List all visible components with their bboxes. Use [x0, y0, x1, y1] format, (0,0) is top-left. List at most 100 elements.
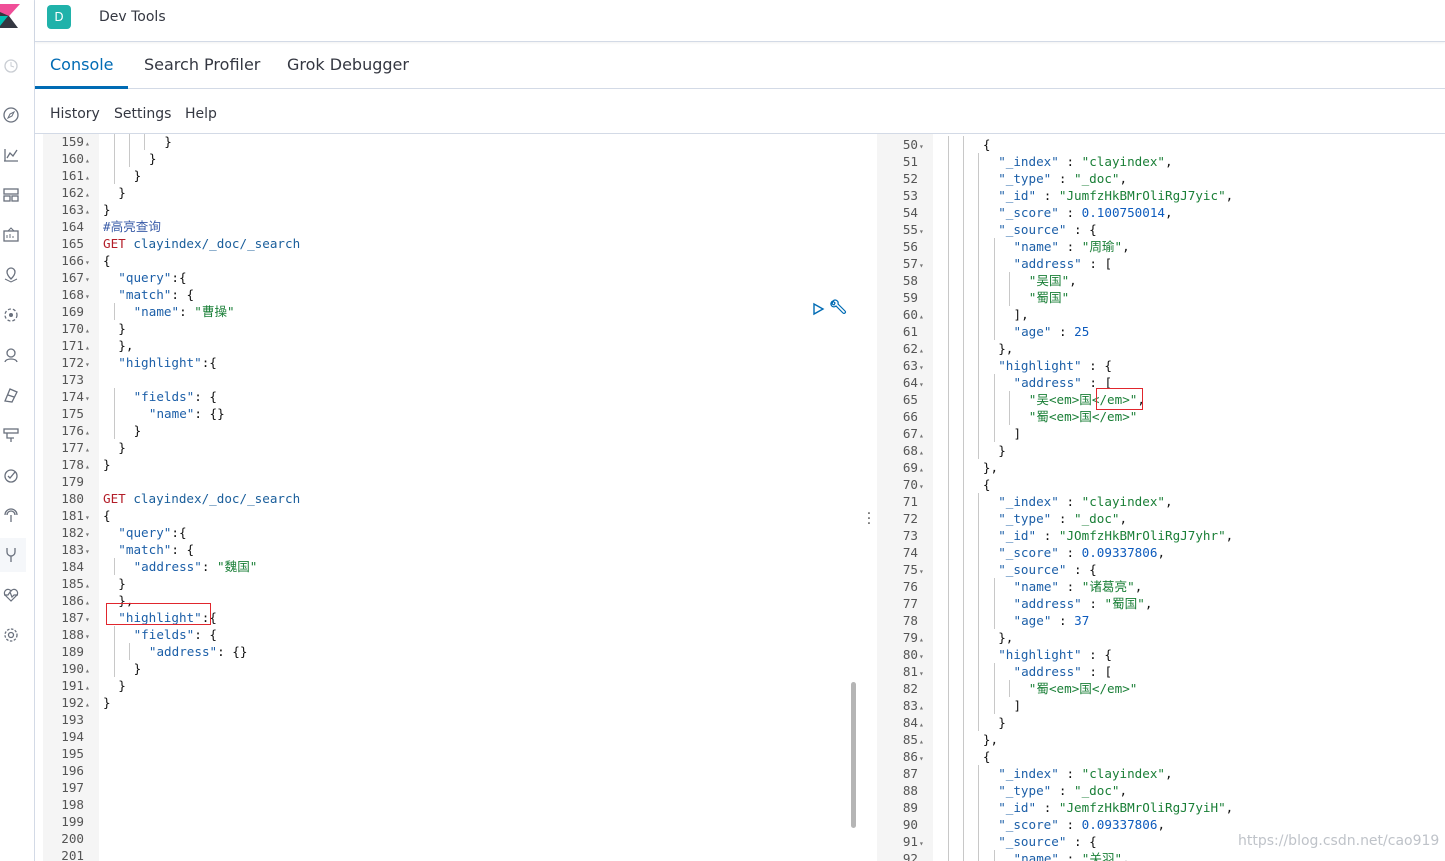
fold-toggle-icon[interactable]: ▴	[85, 190, 90, 199]
fold-toggle-icon[interactable]: ▴	[85, 581, 90, 590]
fold-toggle-icon[interactable]: ▾	[85, 530, 90, 539]
fold-toggle-icon[interactable]: ▾	[919, 142, 924, 151]
visualize-icon[interactable]	[2, 146, 20, 164]
fold-toggle-icon[interactable]: ▴	[919, 635, 924, 644]
fold-toggle-icon[interactable]: ▾	[85, 615, 90, 624]
compass-icon[interactable]	[2, 106, 20, 124]
menu-history[interactable]: History	[50, 106, 100, 122]
fold-toggle-icon[interactable]: ▴	[919, 431, 924, 440]
fold-toggle-icon[interactable]: ▾	[85, 394, 90, 403]
fold-toggle-icon[interactable]: ▾	[919, 363, 924, 372]
request-line-number: 159▴	[43, 134, 99, 150]
fold-toggle-icon[interactable]: ▴	[85, 139, 90, 148]
maps-icon[interactable]	[2, 266, 20, 284]
fold-toggle-icon[interactable]: ▴	[85, 700, 90, 709]
app-badge[interactable]: D	[47, 5, 71, 29]
response-line-number: 68▴	[877, 442, 933, 459]
fold-toggle-icon[interactable]: ▾	[85, 513, 90, 522]
fold-toggle-icon[interactable]: ▴	[919, 346, 924, 355]
fold-toggle-icon[interactable]: ▴	[919, 448, 924, 457]
canvas-icon[interactable]	[2, 226, 20, 244]
fold-toggle-icon[interactable]: ▴	[85, 666, 90, 675]
fold-toggle-icon[interactable]: ▴	[85, 343, 90, 352]
indent-guide	[962, 136, 964, 153]
indent-guide	[947, 578, 949, 595]
fold-toggle-icon[interactable]: ▾	[85, 547, 90, 556]
code-token: {	[982, 477, 991, 492]
fold-toggle-icon[interactable]: ▾	[919, 261, 924, 270]
dev-tools-icon[interactable]	[0, 538, 26, 572]
fold-toggle-icon[interactable]: ▴	[85, 173, 90, 182]
apm-icon[interactable]	[2, 426, 20, 444]
fold-toggle-icon[interactable]: ▾	[919, 652, 924, 661]
fold-toggle-icon[interactable]: ▴	[85, 598, 90, 607]
fold-toggle-icon[interactable]: ▴	[919, 312, 924, 321]
fold-toggle-icon[interactable]: ▴	[85, 428, 90, 437]
fold-toggle-icon[interactable]: ▴	[919, 465, 924, 474]
fold-toggle-icon[interactable]: ▾	[85, 258, 90, 267]
line-number-text: 86	[902, 749, 918, 764]
fold-toggle-icon[interactable]: ▾	[919, 567, 924, 576]
fold-toggle-icon[interactable]: ▴	[919, 737, 924, 746]
kibana-logo-icon[interactable]	[0, 4, 20, 28]
fold-toggle-icon[interactable]: ▾	[919, 380, 924, 389]
fold-toggle-icon[interactable]: ▴	[919, 720, 924, 729]
line-number-text: 194	[61, 729, 84, 744]
tab-grok-debugger[interactable]: Grok Debugger	[287, 55, 409, 74]
fold-toggle-icon[interactable]: ▾	[919, 482, 924, 491]
request-code-line: "match": {	[118, 541, 194, 558]
uptime-icon[interactable]	[2, 466, 20, 484]
dashboard-icon[interactable]	[2, 186, 20, 204]
request-line-number: 196	[43, 762, 99, 779]
response-editor[interactable]: {"_index" : "clayindex","_type" : "_doc"…	[933, 134, 1445, 861]
fold-toggle-icon[interactable]: ▾	[85, 292, 90, 301]
code-token: :	[1081, 596, 1105, 611]
fold-toggle-icon[interactable]: ▴	[85, 462, 90, 471]
indent-guide	[947, 527, 949, 544]
metrics-icon[interactable]	[2, 346, 20, 364]
fold-toggle-icon[interactable]: ▾	[919, 839, 924, 848]
fold-toggle-icon[interactable]: ▾	[85, 632, 90, 641]
code-token: "_id"	[998, 800, 1037, 815]
fold-toggle-icon[interactable]: ▴	[85, 156, 90, 165]
fold-toggle-icon[interactable]: ▾	[919, 227, 924, 236]
code-token: }	[148, 151, 157, 166]
siem-icon[interactable]	[2, 506, 20, 524]
fold-toggle-icon[interactable]: ▾	[85, 360, 90, 369]
code-token: }	[103, 695, 111, 710]
fold-toggle-icon[interactable]: ▾	[919, 754, 924, 763]
code-token: 25	[1074, 324, 1090, 339]
line-number-text: 189	[61, 644, 84, 659]
fold-toggle-icon[interactable]: ▴	[85, 445, 90, 454]
indent-guide	[978, 561, 980, 578]
ml-icon[interactable]	[2, 306, 20, 324]
monitoring-icon[interactable]	[2, 586, 20, 604]
fold-toggle-icon[interactable]: ▴	[85, 207, 90, 216]
resize-handle[interactable]: ···	[866, 506, 872, 532]
management-icon[interactable]	[2, 626, 20, 644]
response-code-line: "蜀<em>国</em>"	[1029, 408, 1138, 425]
code-token: "_id"	[998, 528, 1037, 543]
fold-toggle-icon[interactable]: ▾	[919, 669, 924, 678]
menu-help[interactable]: Help	[185, 106, 217, 122]
tab-search-profiler[interactable]: Search Profiler	[144, 55, 261, 74]
fold-toggle-icon[interactable]: ▴	[85, 683, 90, 692]
response-line-number: 72	[877, 510, 933, 527]
response-code-line: "address" : [	[1014, 374, 1113, 391]
tab-console[interactable]: Console	[50, 55, 114, 74]
fold-toggle-icon[interactable]: ▴	[919, 703, 924, 712]
wrench-icon[interactable]	[829, 299, 847, 317]
fold-toggle-icon[interactable]: ▾	[85, 275, 90, 284]
fold-toggle-icon[interactable]: ▴	[85, 326, 90, 335]
code-token: "clayindex"	[1081, 154, 1166, 169]
request-scrollbar[interactable]	[851, 682, 856, 828]
response-line-number: 62▴	[877, 340, 933, 357]
menu-settings[interactable]: Settings	[114, 106, 172, 122]
code-token: {	[982, 749, 991, 764]
response-code-line: "address" : "蜀国",	[1014, 595, 1153, 612]
response-line-number: 81▾	[877, 663, 933, 680]
clock-icon[interactable]	[2, 57, 20, 75]
play-icon[interactable]	[811, 301, 825, 316]
logs-icon[interactable]	[2, 386, 20, 404]
